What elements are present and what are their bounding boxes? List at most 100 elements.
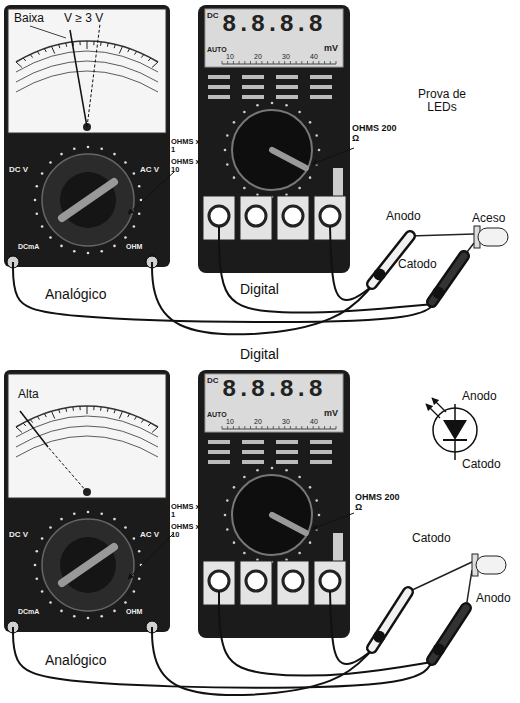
range-selector <box>232 110 312 190</box>
bargraph-tick <box>250 426 251 429</box>
leader-line <box>312 513 354 529</box>
meter-caption: Analógico <box>45 653 107 668</box>
scale-tick <box>119 46 122 53</box>
panel-mark <box>276 460 298 464</box>
range-mark <box>271 467 274 470</box>
lcd-window <box>205 374 343 432</box>
scale-number: 30 <box>282 53 296 61</box>
range-mark <box>113 245 116 248</box>
range-label: OHMS x 10 <box>171 158 201 175</box>
range-mark <box>243 552 246 555</box>
scale-arc <box>16 41 158 62</box>
probe-collar <box>433 644 445 656</box>
range-mark <box>49 236 52 239</box>
scale-tick <box>65 408 67 412</box>
panel-mark <box>208 95 230 99</box>
scale-number: 10 <box>226 53 240 61</box>
range-mark <box>87 252 90 255</box>
range-mark <box>233 486 236 489</box>
panel-mark <box>242 75 264 79</box>
terminal-label: Catodo <box>398 258 448 271</box>
bargraph-tick <box>330 61 331 64</box>
lcd-mode: AUTO <box>207 46 235 54</box>
scale-tick <box>79 41 80 45</box>
scale-tick <box>148 423 151 426</box>
range-label: DCmA <box>18 608 48 616</box>
range-mark <box>34 564 37 567</box>
range-mark <box>87 511 90 514</box>
terminal <box>209 206 229 226</box>
scale-tick <box>114 44 115 48</box>
range-mark <box>113 153 116 156</box>
range-mark <box>133 590 136 593</box>
range-mark <box>60 153 63 156</box>
selector-pointer <box>62 547 114 583</box>
range-mark <box>124 161 127 164</box>
range-mark <box>285 104 288 107</box>
panel-mark <box>310 460 332 464</box>
terminal-label: Anodo <box>386 210 436 223</box>
scale-tick <box>107 408 109 412</box>
range-mark <box>49 161 52 164</box>
needle <box>20 411 48 447</box>
range-mark <box>124 526 127 529</box>
diode-bar <box>443 439 467 441</box>
scale-tick <box>93 41 94 45</box>
meter-body <box>4 370 170 632</box>
bargraph-tick <box>273 426 274 429</box>
range-mark <box>41 225 44 228</box>
led-symbol-lead <box>454 440 456 460</box>
meter-body <box>198 370 350 638</box>
scale-tick <box>87 41 88 49</box>
range-label: OHMS 200 Ω <box>355 493 401 513</box>
scale-tick <box>152 62 158 67</box>
range-mark <box>133 537 136 540</box>
terminal-frame <box>277 561 309 605</box>
needle-label: Baixa <box>14 12 58 25</box>
bargraph-tick <box>222 61 223 64</box>
lcd-digits: 8.8.8.8 <box>222 12 330 38</box>
scale-tick <box>16 62 22 67</box>
leader-line <box>312 148 354 164</box>
range-mark <box>309 176 312 179</box>
scale-tick <box>52 46 55 53</box>
meter-caption: Analógico <box>45 287 107 302</box>
range-mark <box>60 610 63 613</box>
probe-body <box>432 608 466 660</box>
range-mark <box>87 617 90 620</box>
range-mark <box>243 111 246 114</box>
side-mark <box>333 533 343 563</box>
test-lead-wire <box>152 262 372 334</box>
meter-body <box>4 5 170 267</box>
bargraph-tick <box>324 61 325 64</box>
panel-mark <box>208 460 230 464</box>
probe-collar <box>432 287 444 299</box>
range-mark <box>309 541 312 544</box>
test-lead-wire <box>13 627 432 688</box>
range-mark <box>100 250 103 253</box>
scale-tick <box>93 406 94 410</box>
scale-tick <box>100 407 102 411</box>
diode-triangle <box>443 420 467 440</box>
lcd-unit: mV <box>324 409 342 419</box>
terminal-frame <box>277 196 309 240</box>
range-mark <box>226 163 229 166</box>
range-mark <box>315 499 318 502</box>
panel-mark <box>310 450 332 454</box>
scale-tick <box>135 51 137 54</box>
scale-tick <box>59 44 60 48</box>
scale-tick <box>152 427 158 432</box>
scale-arc <box>16 426 158 447</box>
terminal-label: Catodo <box>412 532 462 545</box>
bargraph-tick <box>233 426 234 429</box>
terminal <box>209 571 229 591</box>
lcd-mode: AUTO <box>207 411 235 419</box>
scale-tick <box>52 411 55 418</box>
analog-meter <box>4 5 174 268</box>
led-body <box>476 556 506 574</box>
scale-arc <box>16 406 158 427</box>
probe-body <box>432 256 464 302</box>
terminal-frame <box>240 196 272 240</box>
scale-number: 30 <box>282 418 296 426</box>
